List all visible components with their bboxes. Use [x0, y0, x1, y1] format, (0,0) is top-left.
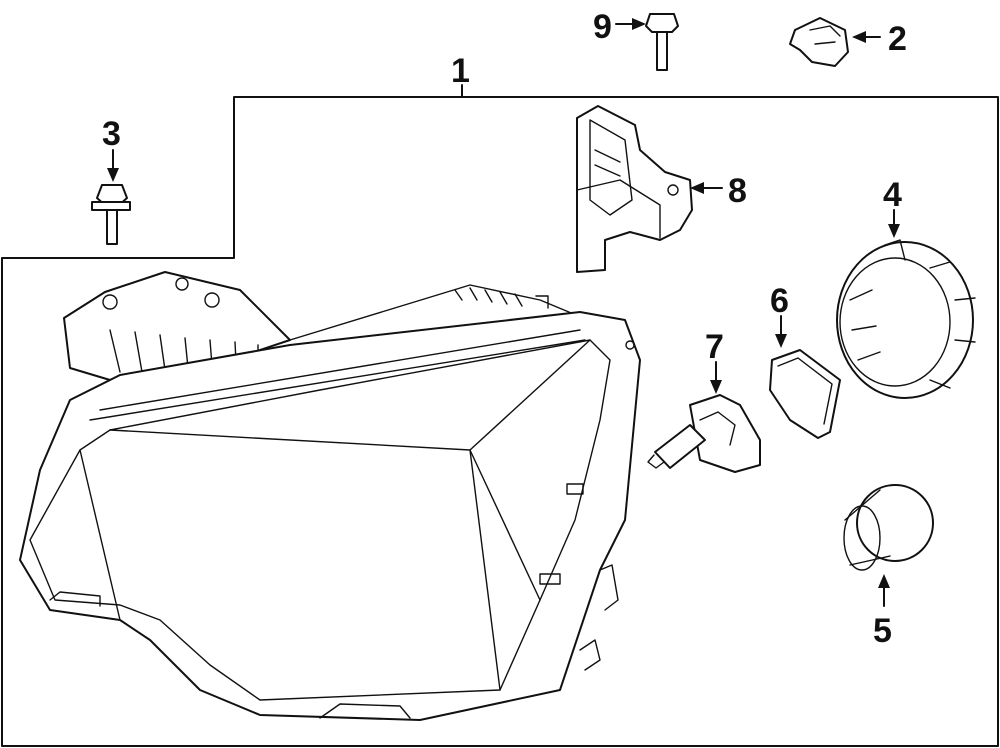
callout-5: 5 [873, 612, 892, 650]
callout-8: 8 [728, 172, 747, 210]
cover-part-5 [843, 484, 934, 571]
callout-9: 9 [593, 8, 612, 46]
headlamp-assembly [19, 271, 641, 721]
callout-4: 4 [883, 176, 902, 214]
bolt-part-3 [91, 184, 131, 245]
callout-1: 1 [451, 52, 470, 90]
assembly-bracket-outline [1, 96, 999, 747]
leader-lines [107, 18, 900, 607]
callout-3: 3 [102, 115, 121, 153]
callout-6: 6 [770, 282, 789, 320]
cap-part-6 [769, 349, 841, 439]
bulb-part-7 [647, 394, 761, 473]
connector-part-2 [789, 17, 849, 67]
callout-2: 2 [888, 20, 907, 58]
socket-ring-part-4 [836, 239, 976, 399]
bracket-part-8 [576, 105, 693, 273]
bolt-part-9 [645, 13, 679, 71]
callout-7: 7 [705, 328, 724, 366]
